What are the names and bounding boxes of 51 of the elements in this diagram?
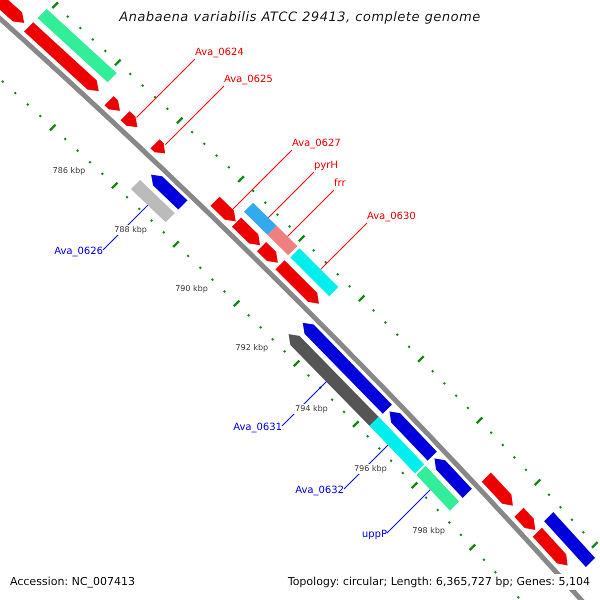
gene-feature bbox=[210, 196, 236, 222]
gene-feature bbox=[24, 22, 99, 92]
title: Anabaena variabilis ATCC 29413, complete genome bbox=[118, 9, 482, 27]
gene-feature bbox=[0, 0, 24, 23]
gene-feature bbox=[150, 139, 166, 154]
gene-label: Ava_0631 bbox=[233, 421, 282, 435]
gene-bar bbox=[544, 512, 596, 568]
gene-bar bbox=[369, 416, 424, 474]
gene-label: Ava_0632 bbox=[295, 484, 344, 498]
leader-line bbox=[164, 86, 224, 146]
genome-info-text: Topology: circular; Length: 6,365,727 bp; Genes: 5,104 bbox=[288, 574, 590, 590]
gene-label: Ava_0627 bbox=[292, 137, 341, 151]
gene-feature bbox=[514, 508, 536, 530]
gene-feature bbox=[104, 96, 120, 111]
gene-label: Ava_0624 bbox=[195, 46, 244, 60]
gene-label: Ava_0625 bbox=[224, 73, 273, 87]
gene-feature bbox=[288, 334, 380, 428]
leader-line bbox=[268, 172, 314, 218]
tick-label: 792 kbp bbox=[234, 343, 270, 354]
gene-bar bbox=[244, 202, 277, 235]
gene-feature bbox=[482, 472, 513, 506]
gene-bar bbox=[38, 8, 117, 82]
gene-label: pyrH bbox=[314, 159, 338, 173]
gene-bar bbox=[290, 248, 338, 296]
gene-bar bbox=[416, 466, 460, 511]
tick-label: 798 kbp bbox=[411, 526, 446, 536]
gene-label: Ava_0630 bbox=[367, 210, 416, 224]
gene-feature bbox=[532, 528, 568, 566]
gene-feature bbox=[434, 458, 472, 498]
tick-label: 796 kbp bbox=[353, 464, 388, 474]
gene-feature bbox=[275, 260, 319, 304]
gene-label: Ava_0626 bbox=[54, 245, 103, 259]
leader-line bbox=[232, 150, 292, 210]
gene-feature bbox=[390, 411, 437, 461]
accession-text: Accession: NC_007413 bbox=[10, 574, 136, 590]
gene-feature bbox=[232, 218, 260, 246]
leader-line bbox=[136, 58, 196, 118]
gene-label: frr bbox=[334, 177, 346, 191]
leader-line bbox=[386, 489, 431, 534]
tick-label: 790 kbp bbox=[174, 284, 209, 294]
gene-label: uppP bbox=[362, 528, 387, 542]
gene-feature bbox=[151, 174, 188, 210]
leader-line bbox=[320, 222, 368, 270]
gene-feature bbox=[256, 242, 278, 263]
tick-label: 786 kbp bbox=[52, 166, 86, 176]
tick-label: 794 kbp bbox=[294, 404, 329, 414]
tick-label: 788 kbp bbox=[113, 224, 148, 235]
gene-bar bbox=[268, 226, 298, 256]
leader-line bbox=[287, 190, 334, 237]
gene-bar bbox=[130, 180, 175, 222]
gene-feature bbox=[120, 111, 138, 128]
